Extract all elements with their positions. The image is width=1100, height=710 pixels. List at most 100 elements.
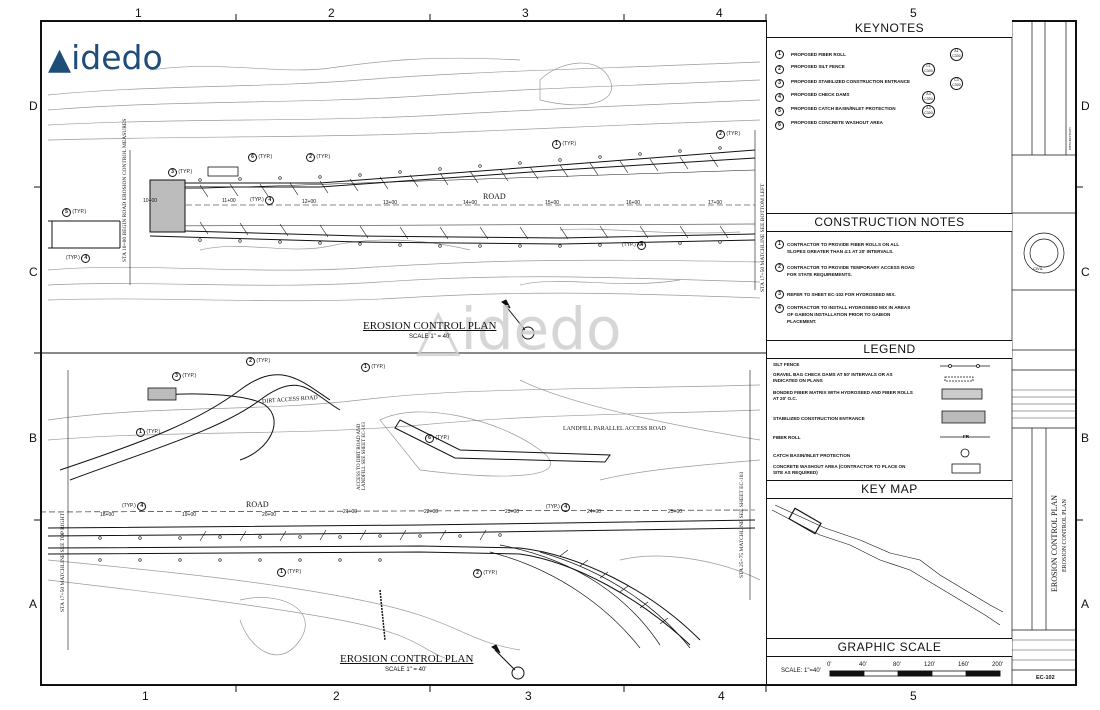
callout-4-top-left: (TYP.) 4 xyxy=(66,254,91,263)
legend-washout: CONCRETE WASHOUT AREA (CONTRACTOR TO PLA… xyxy=(773,464,906,475)
callout-2-top-right: 2 (TYP.) xyxy=(716,130,740,139)
callout-5-top: 5 (TYP.) xyxy=(62,208,86,217)
grid-bottom-2: 2 xyxy=(333,689,340,703)
legend-construction-entrance: STABILIZED CONSTRUCTION ENTRANCE xyxy=(773,416,865,421)
grid-right-d: D xyxy=(1081,99,1090,113)
grid-right-a: A xyxy=(1081,597,1090,611)
callout-4-top: (TYP.) 4 xyxy=(250,196,275,205)
note-number: 4 xyxy=(775,304,784,313)
keynote-number: 2 xyxy=(775,65,784,74)
keynote-text: PROPOSED STABILIZED CONSTRUCTION ENTRANC… xyxy=(791,79,911,84)
callout-1-bottom-left: 1 (TYP.) xyxy=(136,428,160,437)
construction-notes-panel: CONSTRUCTION NOTES 1 CONTRACTOR TO PROVI… xyxy=(766,213,1012,340)
bottom-station-4: 21+00 xyxy=(343,509,358,515)
bottom-matchline-left: STA 17+50 MATCHLINE SEE TOP RIGHT xyxy=(60,513,66,612)
sheet-title-2: EROSION CONTROL PLAN xyxy=(1062,499,1068,572)
keynote-marker: 2 xyxy=(716,130,725,139)
keynote-marker: 1 xyxy=(136,428,145,437)
callout-4-top-right: (TYP.) 4 xyxy=(622,241,647,250)
grid-top-5: 5 xyxy=(910,6,917,20)
scale-tick-40: 40' xyxy=(859,662,867,668)
keynote-marker: 3 xyxy=(168,168,177,177)
grid-left-a: A xyxy=(29,597,38,611)
key-map-panel: KEY MAP xyxy=(766,480,1012,638)
legend-check-dams: GRAVEL BAG CHECK DAMS AT 50' INTERVALS O… xyxy=(773,372,893,383)
grid-top-4: 4 xyxy=(716,6,723,20)
keynote-marker: 4 xyxy=(561,503,571,512)
keynote-marker: 4 xyxy=(81,254,91,263)
grid-bottom-5: 5 xyxy=(910,689,917,703)
fiber-roll-mark: FR xyxy=(963,434,970,439)
callout-3-bottom: 3 (TYP.) xyxy=(172,372,196,381)
top-plan-title: EROSION CONTROL PLAN xyxy=(363,320,497,332)
keynote-text: PROPOSED CATCH BASIN/INLET PROTECTION xyxy=(791,106,896,111)
sheet-title-1: EROSION CONTROL PLAN xyxy=(1050,494,1059,592)
keynote-text: PROPOSED SILT FENCE xyxy=(791,64,845,69)
keynote-number: 6 xyxy=(775,121,784,130)
keynote-marker: 5 xyxy=(62,208,71,217)
landfill-road-label: LANDFILL PARALLEL ACCESS ROAD xyxy=(563,426,666,432)
brand-logo: ▲idedo xyxy=(48,38,163,77)
grid-bottom-3: 3 xyxy=(525,689,532,703)
graphic-scale-panel: GRAPHIC SCALE SCALE: 1"=40' 0' 40' 80' 1… xyxy=(766,638,1012,686)
callout-2-bottom-road: 2 (TYP.) xyxy=(473,569,497,578)
callout-4-bottom: (TYP.) 4 xyxy=(122,502,147,511)
watermark-mark-icon: △ xyxy=(416,295,461,363)
note-text-3: REFER TO SHEET EC-102 FOR HYDROSEED MIX. xyxy=(787,292,896,297)
bottom-station-5: 22+00 xyxy=(424,509,439,515)
bottom-station-6: 23+00 xyxy=(505,509,520,515)
top-station-4: 13+00 xyxy=(383,200,398,206)
legend-fiber-matrix: BONDED FIBER MATRIX WITH HYDROSEED AND F… xyxy=(773,390,913,401)
revision-header: DESCRIPTION xyxy=(1068,127,1072,150)
access-note: ACCESS TO DIRT ROAD AND LANDFILL SEE SHE… xyxy=(357,422,367,490)
bottom-station-1: 18+00 xyxy=(100,512,115,518)
keynote-marker: 1 xyxy=(552,140,561,149)
scale-tick-120: 120' xyxy=(924,662,936,668)
legend-fiber-roll: FIBER ROLL xyxy=(773,435,801,440)
sheet-number: EC-102 xyxy=(1036,675,1055,681)
callout-2-top: 2 (TYP.) xyxy=(306,153,330,162)
stamp-text: CIVIL xyxy=(1033,266,1044,271)
scale-tick-0: 0' xyxy=(827,662,832,668)
scale-tick-200: 200' xyxy=(992,662,1004,668)
logo-mark-icon: ▲ xyxy=(48,42,72,77)
note-text-4: CONTRACTOR TO INSTALL HYDROSEED MIX IN A… xyxy=(787,305,911,324)
grid-top-2: 2 xyxy=(328,6,335,20)
construction-notes-title: CONSTRUCTION NOTES xyxy=(767,213,1012,232)
callout-1-top: 1 (TYP.) xyxy=(552,140,576,149)
grid-top-1: 1 xyxy=(135,6,142,20)
keynote-marker: 4 xyxy=(137,502,147,511)
grid-right-c: C xyxy=(1081,265,1090,279)
top-matchline-left: STA 10+00 BEGIN ROAD EROSION CONTROL MEA… xyxy=(122,118,128,262)
bottom-plan-scale: SCALE 1" = 40' xyxy=(385,667,427,673)
keynote-marker: 6 xyxy=(248,153,257,162)
callout-3-top: 3 (TYP.) xyxy=(168,168,192,177)
top-station-6: 15+00 xyxy=(545,200,560,206)
callout-1-bottom: 1 (TYP.) xyxy=(361,363,385,372)
top-station-2: 11+00 xyxy=(222,198,236,204)
keynote-marker: 2 xyxy=(473,569,482,578)
watermark: △idedo xyxy=(416,295,622,363)
keynote-number: 3 xyxy=(775,79,784,88)
bottom-road-label: ROAD xyxy=(246,500,269,509)
callout-4-bottom-right: (TYP.) 4 xyxy=(546,503,571,512)
keynote-marker: 1 xyxy=(361,363,370,372)
keynote-marker: 6 xyxy=(425,434,434,443)
keynote-text: PROPOSED CONCRETE WASHOUT AREA xyxy=(791,120,883,125)
top-station-1: 10+00 xyxy=(143,198,158,204)
grid-left-c: C xyxy=(29,265,38,279)
top-station-7: 16+00 xyxy=(626,200,641,206)
legend-silt-fence: SILT FENCE xyxy=(773,362,800,367)
legend-title: LEGEND xyxy=(767,340,1012,359)
keynote-marker: 2 xyxy=(246,357,255,366)
scale-tick-160: 160' xyxy=(958,662,970,668)
note-number: 1 xyxy=(775,240,784,249)
grid-right-b: B xyxy=(1081,431,1090,445)
legend-catch-basin: CATCH BASIN/INLET PROTECTION xyxy=(773,453,851,458)
keynote-marker: 4 xyxy=(637,241,647,250)
bottom-station-3: 20+00 xyxy=(262,512,277,518)
